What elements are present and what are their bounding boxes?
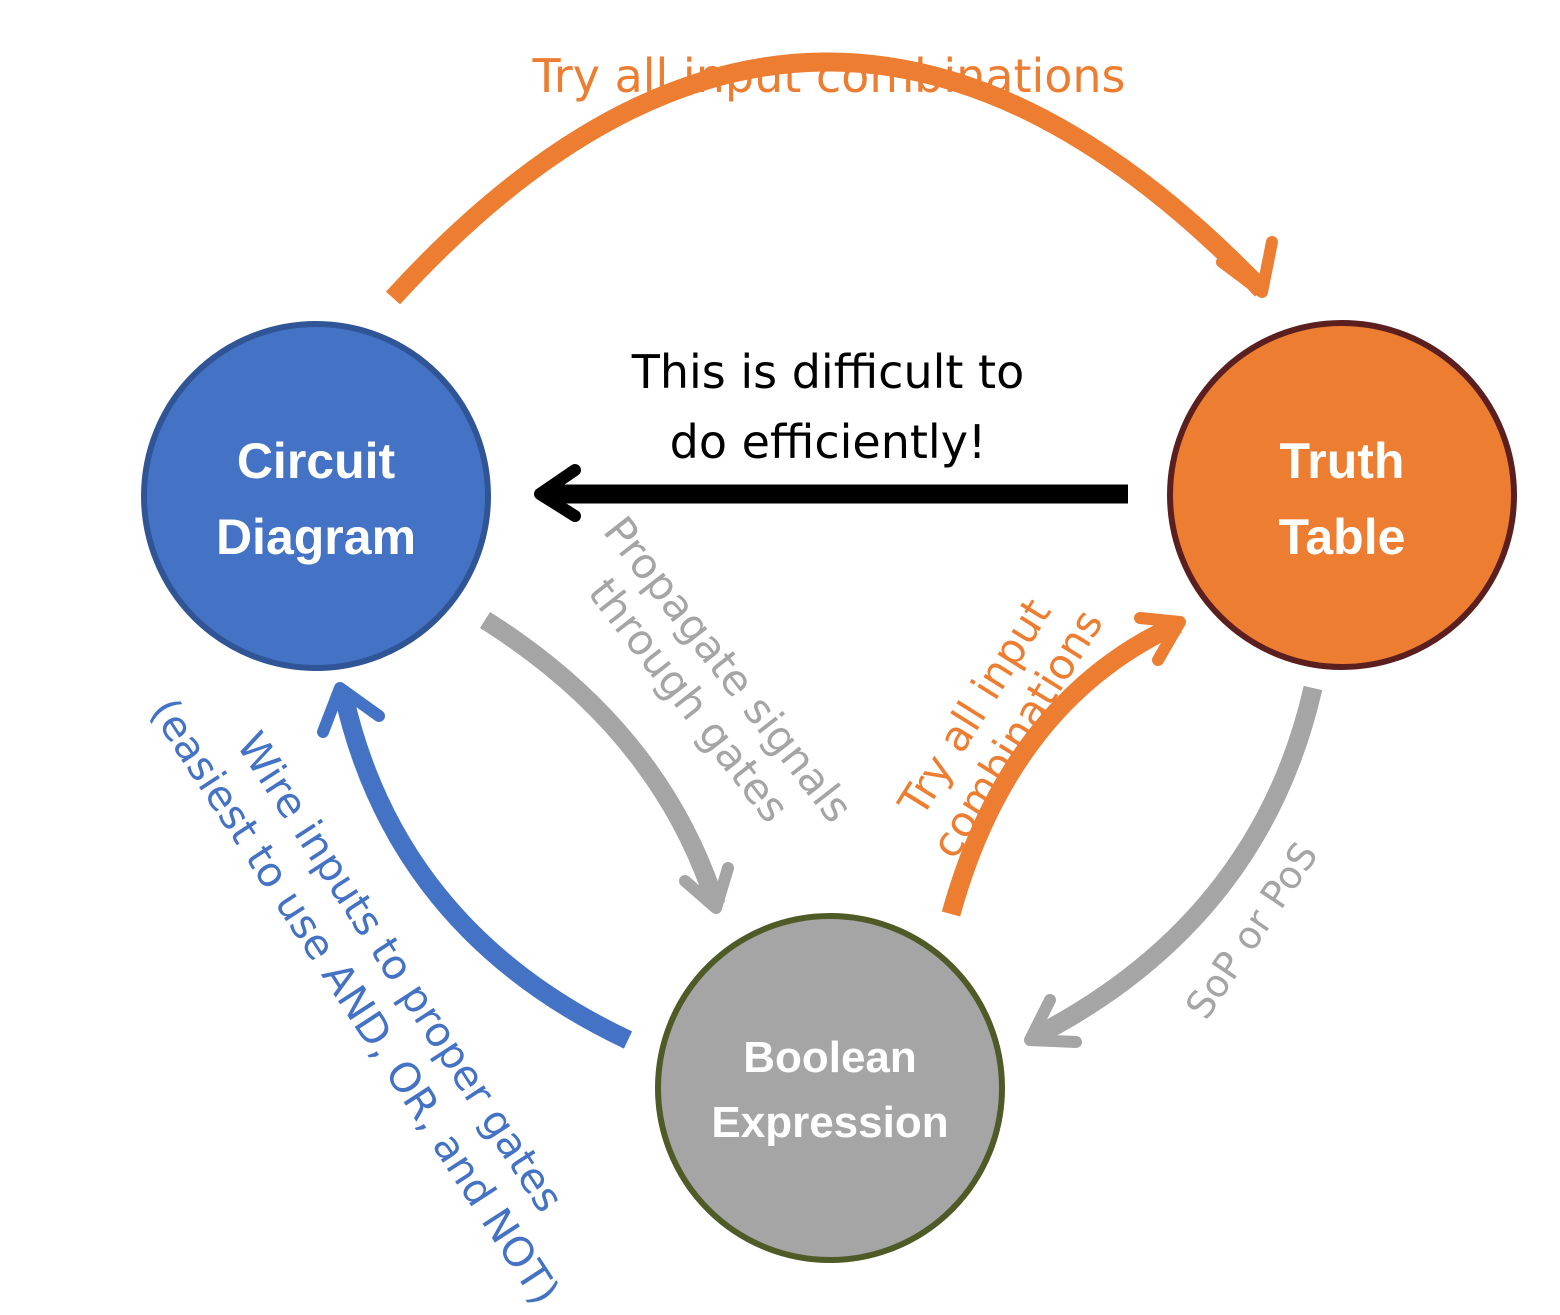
middle-edge-label-line2: do efficiently!: [670, 415, 987, 469]
arrow-boolean-to-truth: [941, 612, 1186, 917]
truth-node-line2: Table: [1279, 509, 1406, 565]
arrow-top-circuit-to-truth: [385, 52, 1278, 305]
truth-node-line1: Truth: [1280, 433, 1405, 489]
middle-edge-label-line1: This is difficult to: [631, 345, 1025, 399]
top-edge-label: Try all input combinations: [531, 49, 1125, 103]
circuit-node-line1: Circuit: [237, 433, 396, 489]
truth-table-node: Truth Table: [1167, 320, 1517, 670]
sop-label: SoP or PoS: [1177, 834, 1327, 1026]
try-combinations-edge-label: Try all input combinations: [888, 590, 1112, 866]
arrow-circuit-to-boolean: [479, 611, 734, 914]
propagate-edge-label: Propagate signals through gates: [579, 507, 863, 831]
circuit-node-line2: Diagram: [216, 509, 416, 565]
sop-edge-label: SoP or PoS: [1177, 834, 1327, 1026]
wire-label-line2: (easiest to use AND, OR, and NOT): [141, 690, 569, 1313]
boolean-node-line2: Expression: [711, 1098, 948, 1147]
boolean-expression-node: Boolean Expression: [655, 913, 1005, 1263]
boolean-node-line1: Boolean: [743, 1033, 917, 1082]
arrow-boolean-to-circuit: [317, 682, 633, 1049]
circuit-diagram-node: Circuit Diagram: [141, 321, 491, 671]
arrow-truth-to-circuit: [534, 464, 1128, 522]
arrow-truth-to-boolean: [1024, 685, 1323, 1048]
